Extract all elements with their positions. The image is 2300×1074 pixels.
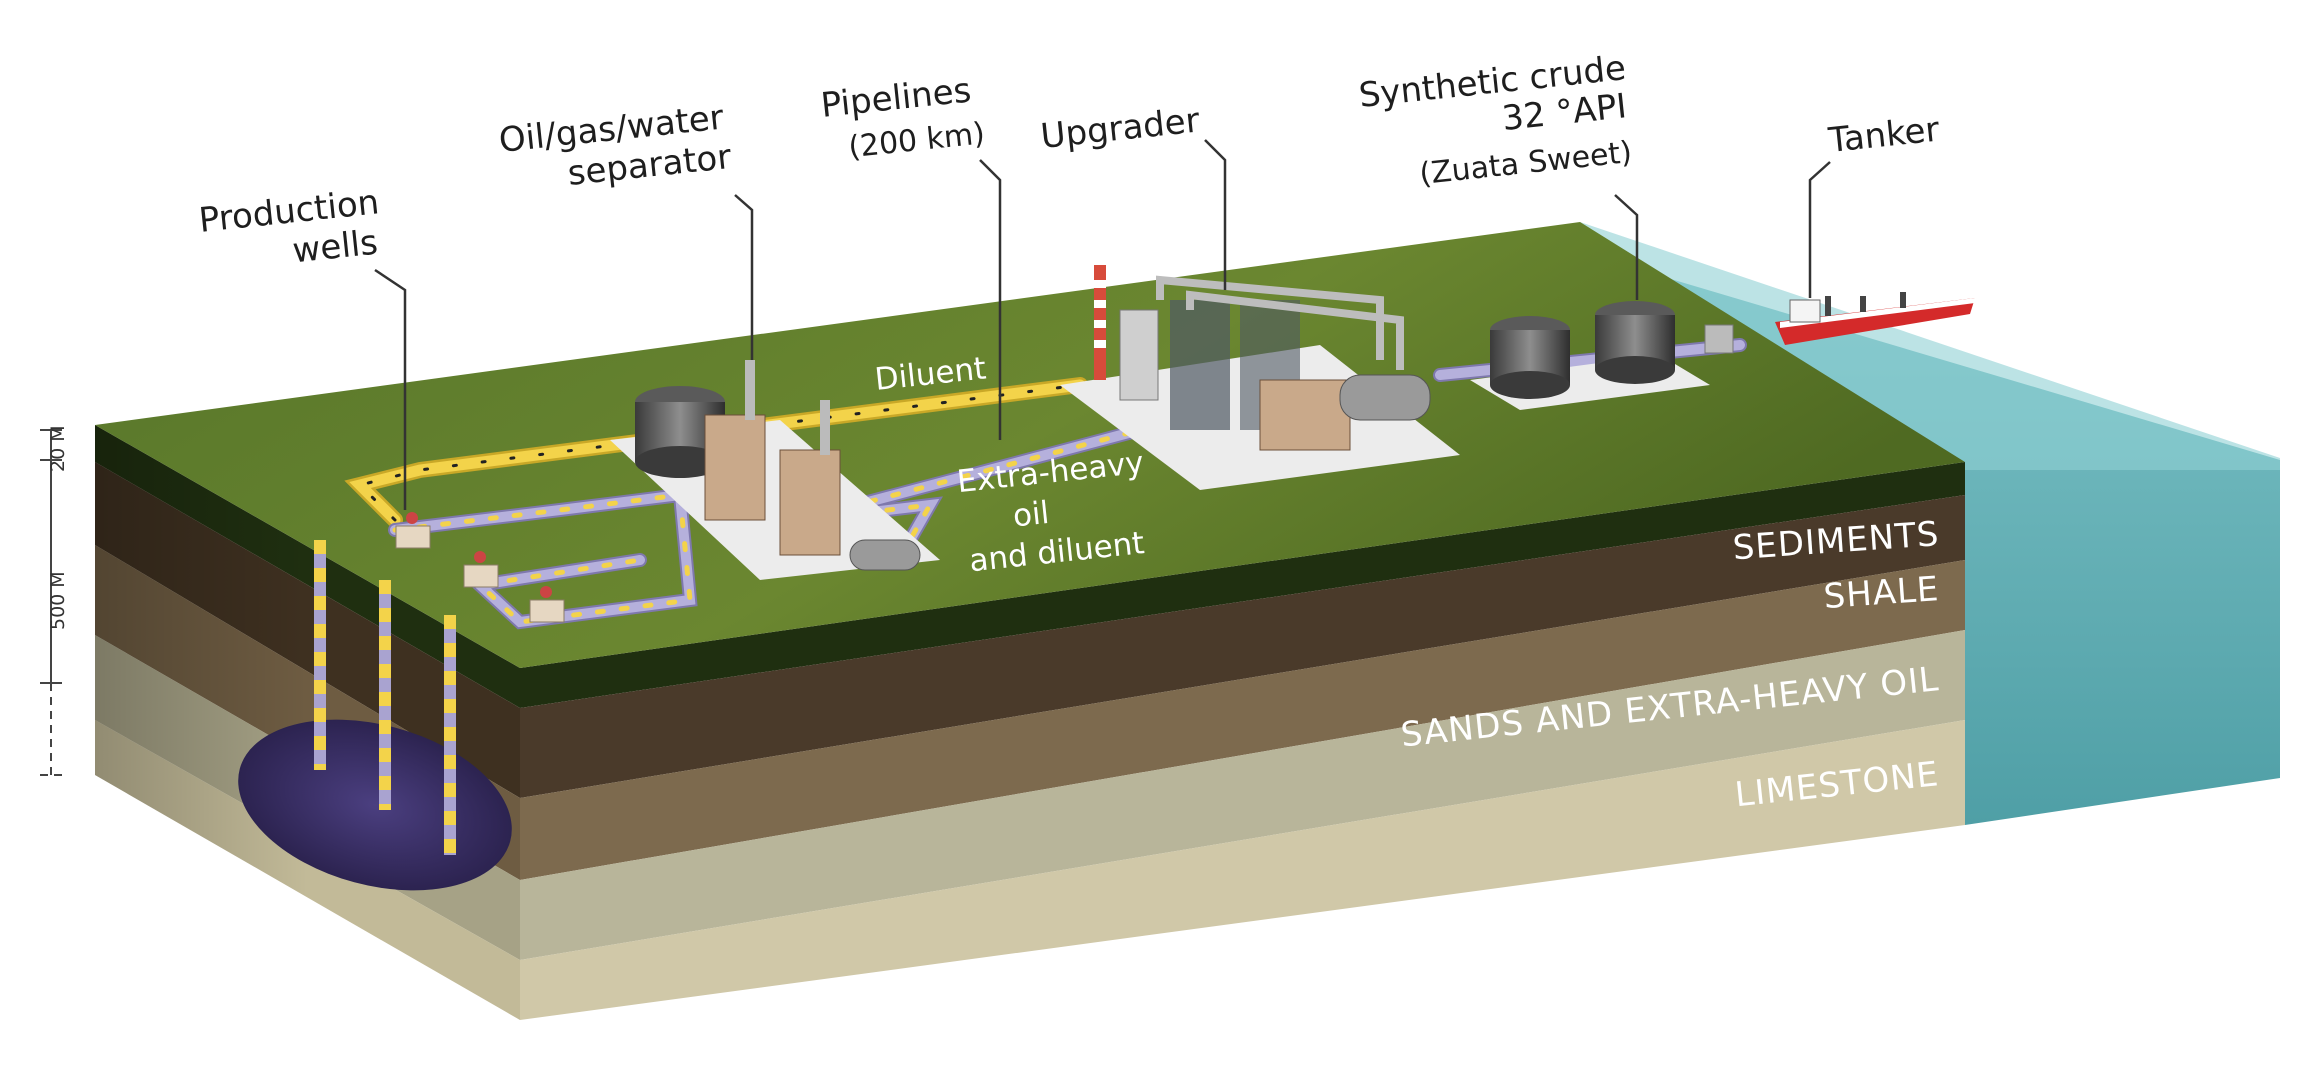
scale-label-20m: 20 M [47,425,69,472]
storage-tanks [1470,301,1734,410]
scale-bar: 20 M 500 M [40,425,69,776]
callout-synthetic-crude: Synthetic crude 32 °API (Zuata Sweet) [1357,47,1647,197]
synthetic-crude-line3: (Zuata Sweet) [1418,135,1634,192]
separator-facility [610,360,940,580]
upgrader-facility [1060,265,1460,490]
scale-label-500m: 500 M [47,571,69,630]
sea [1580,222,2280,825]
layer-label-shale: SHALE [1822,569,1940,617]
callout-labels: Production wells Oil/gas/water separator… [197,47,1941,281]
tanker-ship [1775,292,1975,345]
callout-upgrader: Upgrader [1039,101,1202,157]
reservoir [238,719,512,891]
well-heads [395,512,565,623]
extra-heavy-line2: oil [1011,495,1051,535]
pipelines-line2: (200 km) [847,116,987,165]
callout-tanker: Tanker [1826,110,1941,161]
callout-pipelines: Pipelines (200 km) [819,69,988,167]
callout-separator: Oil/gas/water separator [497,96,740,200]
callout-leaders [374,139,1831,510]
production-wells-line2: wells [291,223,380,272]
callout-production-wells: Production wells [197,181,396,281]
well-bores [314,540,456,855]
pipelines-line1: Pipelines [819,70,973,126]
front-face [520,462,1965,1020]
